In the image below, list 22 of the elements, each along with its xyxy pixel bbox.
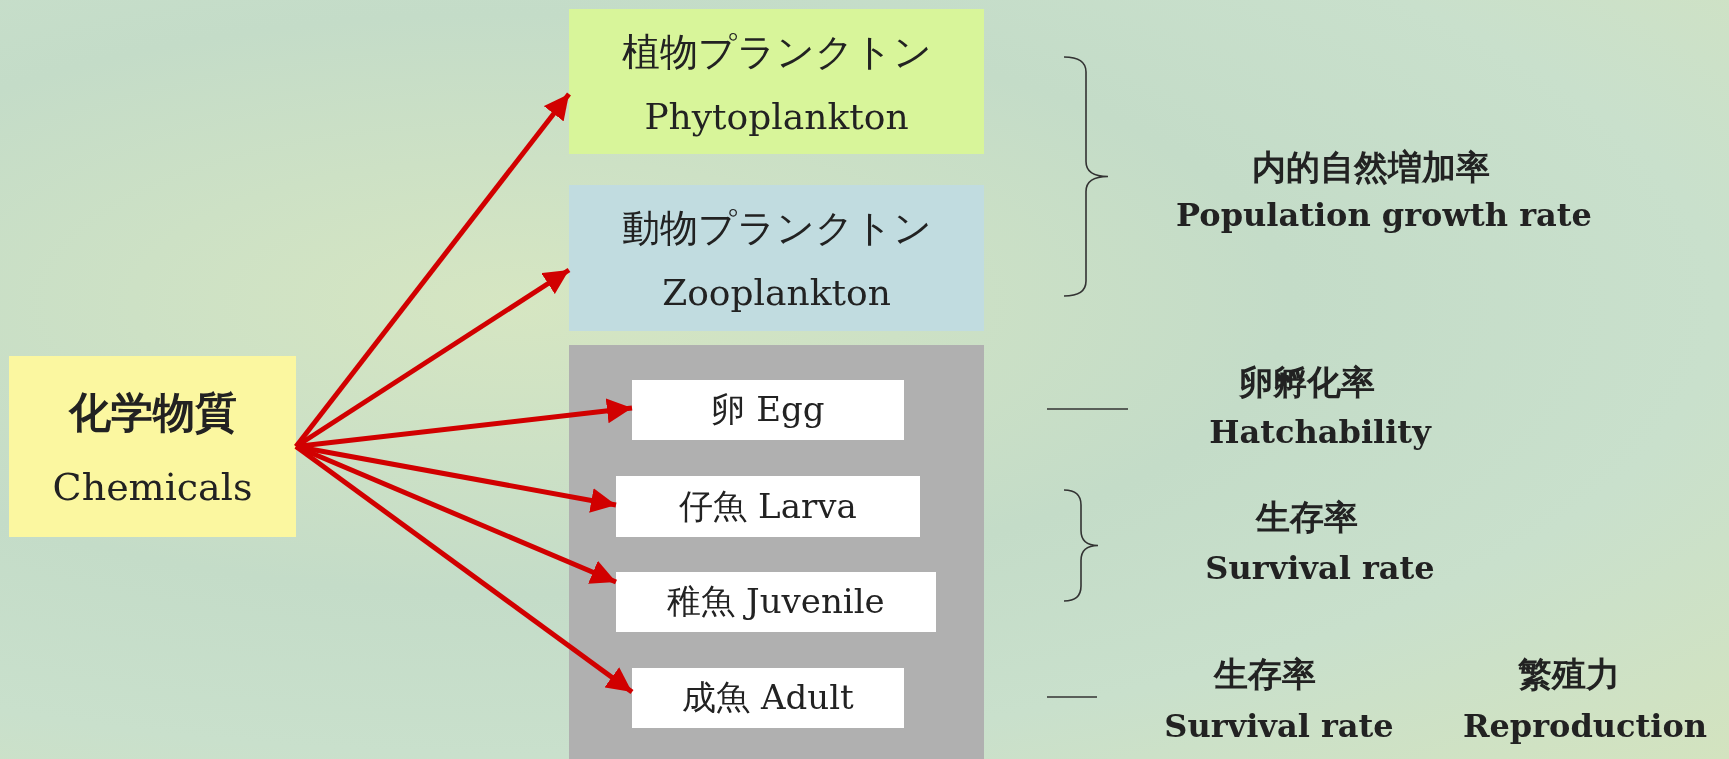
metric-label: 繁殖力 — [1518, 653, 1620, 696]
metric-label: Survival rate — [1164, 707, 1394, 745]
metric-label: 生存率 — [1214, 653, 1316, 696]
metric-label: 内的自然増加率 — [1252, 146, 1490, 189]
metric-label: Hatchability — [1209, 413, 1431, 451]
arrow — [294, 444, 634, 695]
metric-label: 生存率 — [1256, 496, 1358, 539]
arrow — [295, 444, 617, 513]
stage-box: 卵 Egg — [632, 380, 904, 440]
metric-label: Survival rate — [1205, 549, 1435, 587]
metric-label: Reproduction — [1462, 707, 1708, 745]
life-stage-panel — [569, 345, 984, 759]
arrow — [295, 444, 617, 585]
metric-label: 卵孵化率 — [1239, 361, 1375, 404]
process-box: 動物プランクトン Zooplankton — [569, 185, 984, 331]
chemicals-box: 化学物質 Chemicals — [9, 356, 296, 537]
stage-box: 稚魚 Juvenile — [616, 572, 936, 632]
metric-label: Population growth rate — [1176, 196, 1592, 234]
stage-box: 成魚 Adult — [632, 668, 904, 728]
stage-box: 仔魚 Larva — [616, 476, 920, 537]
arrow — [294, 267, 571, 449]
process-box: 植物プランクトン Phytoplankton — [569, 9, 984, 154]
